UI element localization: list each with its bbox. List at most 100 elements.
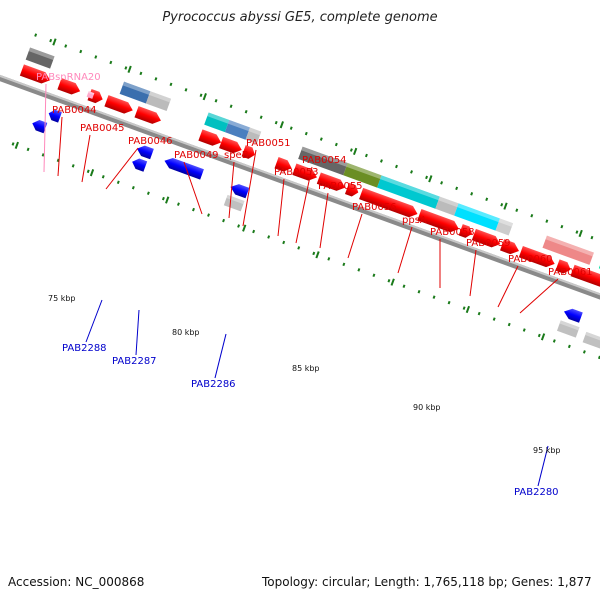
gene-box[interactable] <box>454 203 500 231</box>
minor-tick <box>161 196 165 201</box>
minor-tick <box>410 170 413 174</box>
minor-tick <box>372 273 376 278</box>
gene-box[interactable] <box>343 163 382 188</box>
accession-text: Accession: NC_000868 <box>8 575 145 589</box>
gene-label[interactable]: PAB0054 <box>302 155 347 166</box>
gene-box[interactable] <box>542 235 594 265</box>
gene-label[interactable]: ppsA <box>402 215 427 226</box>
gene-box[interactable] <box>223 194 245 212</box>
leader-line <box>537 445 549 487</box>
gene-label[interactable]: PAB0044 <box>52 105 97 116</box>
reverse-gene-arrow[interactable] <box>130 157 148 172</box>
forward-gene-arrow[interactable] <box>219 136 244 156</box>
gene-label[interactable]: PAB0046 <box>128 136 173 147</box>
minor-tick <box>470 192 474 196</box>
forward-gene-arrow[interactable] <box>518 245 557 270</box>
forward-gene-arrow[interactable] <box>57 78 82 97</box>
forward-gene-arrow[interactable] <box>344 182 360 198</box>
gene-box[interactable] <box>582 331 600 350</box>
gene-box[interactable] <box>495 218 514 236</box>
minor-tick <box>477 311 481 316</box>
gene-box[interactable] <box>119 81 151 104</box>
gene-box[interactable] <box>298 146 348 176</box>
leader-line <box>295 166 313 244</box>
gene-label[interactable]: PAB0058 <box>430 227 475 238</box>
gene-label[interactable]: PAB0053 <box>274 167 319 178</box>
map-title: Pyrococcus abyssi GE5, complete genome <box>162 10 438 25</box>
minor-tick <box>146 191 150 195</box>
forward-gene-arrow[interactable] <box>19 64 52 86</box>
gene-label[interactable]: PAB2280 <box>514 487 559 498</box>
leader-line <box>135 309 140 356</box>
gene-box[interactable] <box>145 91 172 111</box>
minor-tick <box>64 44 68 48</box>
reverse-gene-arrow[interactable] <box>229 182 250 199</box>
feature-track <box>11 33 600 360</box>
forward-gene-arrow[interactable] <box>316 172 347 193</box>
major-tick <box>540 333 546 341</box>
forward-gene-arrow[interactable] <box>417 209 461 235</box>
gene-box[interactable] <box>204 112 230 133</box>
minor-tick <box>274 120 278 125</box>
gene-label[interactable]: PAB2288 <box>62 343 107 354</box>
reverse-gene-arrow[interactable] <box>562 306 583 323</box>
forward-gene-arrow[interactable] <box>104 95 134 116</box>
major-tick <box>127 65 132 73</box>
minor-tick <box>364 153 368 158</box>
rna-gene-box[interactable] <box>86 91 95 99</box>
gene-label[interactable]: PAB0060 <box>508 254 553 265</box>
gene-label[interactable]: PAB0049 <box>174 150 219 161</box>
minor-tick <box>41 153 45 157</box>
minor-tick <box>312 251 316 256</box>
leader-line <box>242 149 257 227</box>
reverse-gene-arrow[interactable] <box>47 108 62 123</box>
scale-label: 85 kbp <box>292 364 320 373</box>
reverse-gene-arrow[interactable] <box>135 143 154 160</box>
forward-gene-arrow[interactable] <box>274 157 293 174</box>
forward-gene-arrow[interactable] <box>555 259 572 275</box>
forward-gene-arrow[interactable] <box>359 187 419 220</box>
leader-line <box>397 226 413 274</box>
forward-gene-arrow[interactable] <box>471 228 502 250</box>
forward-gene-arrow[interactable] <box>570 264 600 290</box>
gene-label[interactable]: PAB2287 <box>112 356 157 367</box>
gene-label[interactable]: PABsnRNA20 <box>36 72 101 83</box>
minor-tick <box>462 306 466 310</box>
minor-tick <box>207 213 210 217</box>
reverse-gene-arrow[interactable] <box>30 118 48 134</box>
forward-gene-arrow[interactable] <box>134 106 163 126</box>
forward-gene-arrow[interactable] <box>198 129 223 148</box>
leader-line <box>57 116 63 177</box>
gene-label[interactable]: PAB2286 <box>191 379 236 390</box>
gene-label[interactable]: PAB0051 <box>246 138 291 149</box>
topology-text: Topology: circular; Length: 1,765,118 bp… <box>262 575 592 589</box>
forward-gene-arrow[interactable] <box>458 224 474 239</box>
minor-tick <box>237 224 241 228</box>
gene-box[interactable] <box>435 196 459 216</box>
minor-tick <box>192 207 195 212</box>
reverse-gene-arrow[interactable] <box>163 156 204 180</box>
minor-tick <box>334 142 338 147</box>
gene-label[interactable]: speB <box>224 150 249 161</box>
gene-label[interactable]: PAB0045 <box>80 123 125 134</box>
gene-box[interactable] <box>377 175 440 209</box>
minor-tick <box>267 235 271 239</box>
gene-label[interactable]: PAB0059 <box>466 238 511 249</box>
minor-tick <box>380 159 383 163</box>
leader-line <box>277 178 285 237</box>
gene-label[interactable]: PAB0056 <box>352 202 397 213</box>
gene-label[interactable]: PAB0055 <box>318 181 363 192</box>
forward-gene-arrow[interactable] <box>292 163 319 183</box>
minor-tick <box>34 33 38 37</box>
forward-gene-arrow[interactable] <box>241 145 257 160</box>
major-tick <box>202 93 207 101</box>
gene-box[interactable] <box>25 47 55 69</box>
gene-box[interactable] <box>245 127 262 144</box>
minor-tick <box>515 208 519 212</box>
gene-box[interactable] <box>224 119 250 140</box>
leader-line <box>214 333 227 379</box>
minor-tick <box>425 175 429 180</box>
forward-gene-arrow[interactable] <box>500 239 521 256</box>
gene-box[interactable] <box>556 320 580 338</box>
gene-label[interactable]: PAB0061 <box>548 267 593 278</box>
